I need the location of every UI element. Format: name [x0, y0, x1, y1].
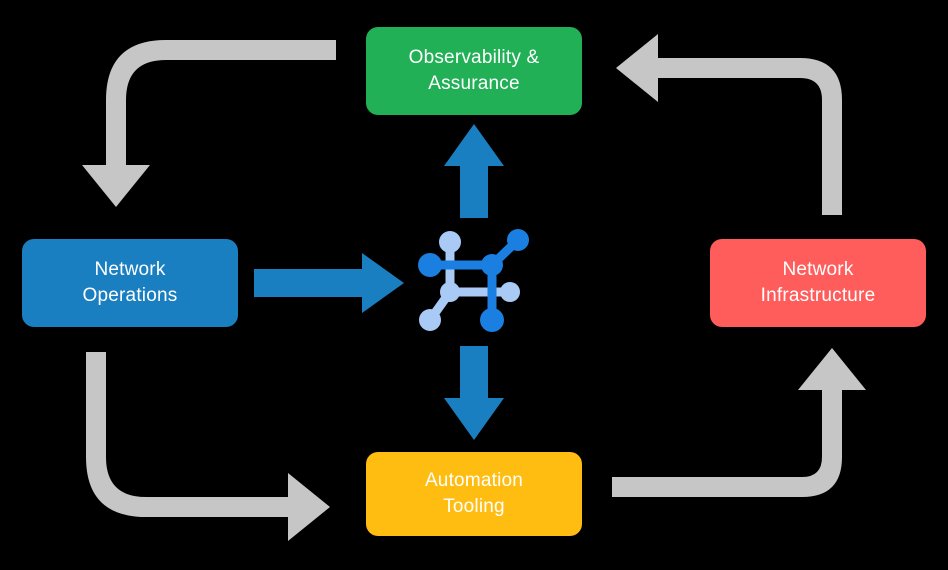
arrow-network-operations-to-automation-tooling [86, 352, 330, 541]
topology-nodes-dark [418, 229, 529, 332]
arrow-automation-tooling-to-network-infrastructure [612, 348, 866, 497]
arrow-observability-to-network-operations [82, 40, 336, 207]
arrow-network-operations-to-center [254, 253, 404, 313]
box-automation-tooling[interactable]: Automation Tooling [366, 452, 582, 536]
network-topology-icon [418, 229, 529, 332]
arrow-network-infrastructure-to-observability [616, 34, 842, 215]
topology-nodes-light [419, 231, 520, 331]
box-network-operations-label: Network Operations [82, 259, 178, 306]
arrow-center-to-observability [444, 124, 504, 218]
box-network-infrastructure-label: Network Infrastructure [760, 259, 876, 306]
box-network-operations[interactable]: Network Operations [22, 239, 238, 327]
arrow-center-to-automation-tooling [444, 346, 504, 440]
box-observability-assurance[interactable]: Observability & Assurance [366, 27, 582, 115]
box-observability-assurance-label: Observability & Assurance [408, 47, 540, 94]
box-automation-tooling-label: Automation Tooling [424, 470, 524, 517]
box-network-infrastructure[interactable]: Network Infrastructure [710, 239, 926, 327]
